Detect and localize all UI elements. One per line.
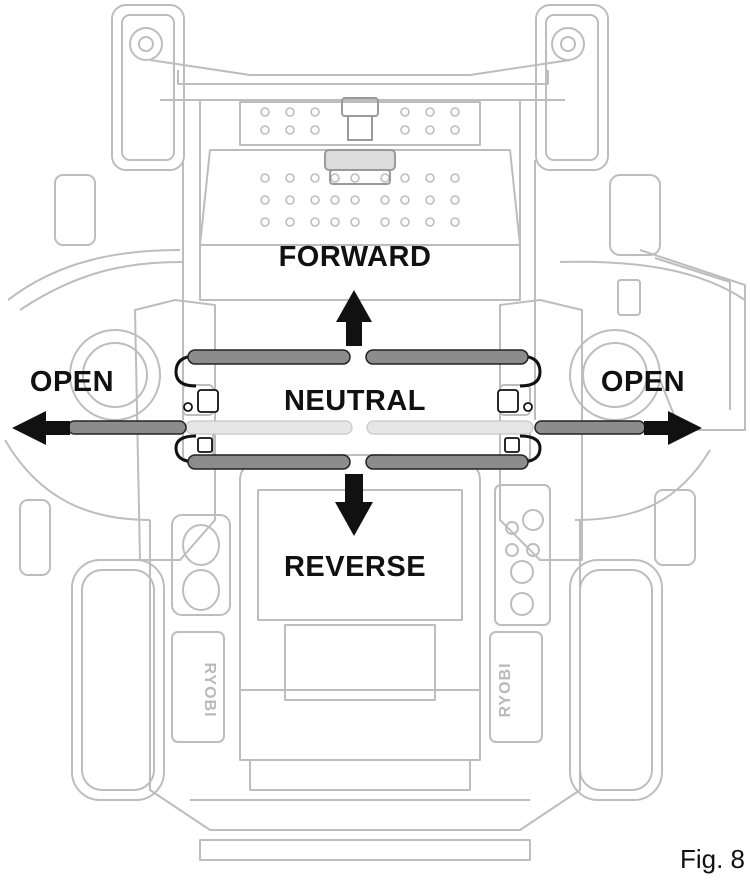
open-left-label: OPEN [30,366,114,398]
front-right-caster [535,4,609,171]
front-left-caster [111,4,185,171]
bolt-hole [260,173,270,183]
bolt-hole [330,173,340,183]
bolt-hole [450,195,460,205]
bolt-hole [310,125,320,135]
bolt-hole [380,195,390,205]
neutral-label: NEUTRAL [284,385,426,417]
bolt-hole [285,195,295,205]
bolt-hole [310,195,320,205]
bolt-hole [425,125,435,135]
forward-arrow [336,290,372,346]
bolt-hole [260,217,270,227]
bolt-hole [380,217,390,227]
rear-right-tire [569,559,663,801]
bolt-hole [400,107,410,117]
bolt-hole [400,173,410,183]
bolt-hole [260,125,270,135]
plate-bolt-holes [260,107,460,227]
bolt-hole [285,173,295,183]
bolt-hole [285,125,295,135]
bolt-hole [330,195,340,205]
forward-label: FORWARD [279,241,432,273]
bolt-hole [400,195,410,205]
bolt-hole [260,107,270,117]
control-levers [67,349,646,470]
bolt-hole [285,217,295,227]
bolt-hole [350,195,360,205]
bolt-hole [450,217,460,227]
lever-open-position [67,420,646,435]
figure-caption: Fig. 8 [680,844,745,874]
bolt-hole [260,195,270,205]
bolt-hole [330,217,340,227]
brand-mark-right: RYOBI [497,662,514,717]
reverse-arrow [335,474,373,536]
lever-reverse-position [174,434,542,470]
bolt-hole [310,107,320,117]
lever-pivot-brackets [183,389,533,453]
bolt-hole [425,173,435,183]
bolt-hole [310,217,320,227]
rear-left-tire [71,559,165,801]
bolt-hole [400,217,410,227]
bolt-hole [380,173,390,183]
open-left-arrow [12,411,70,445]
open-right-label: OPEN [601,366,685,398]
bolt-hole [425,107,435,117]
front-hitch-mechanism [324,97,396,185]
brand-mark-left: RYOBI [201,662,218,717]
bolt-hole [350,173,360,183]
bolt-hole [450,125,460,135]
bolt-hole [310,173,320,183]
reverse-label: REVERSE [284,551,426,583]
bolt-hole [450,173,460,183]
bolt-hole [450,107,460,117]
bolt-hole [425,195,435,205]
open-right-arrow [644,411,702,445]
bolt-hole [350,217,360,227]
bolt-hole [285,107,295,117]
bolt-hole [425,217,435,227]
lever-neutral-position [185,420,534,435]
bolt-hole [400,125,410,135]
lever-forward-position [174,349,542,388]
mower-line-drawing [4,4,746,861]
